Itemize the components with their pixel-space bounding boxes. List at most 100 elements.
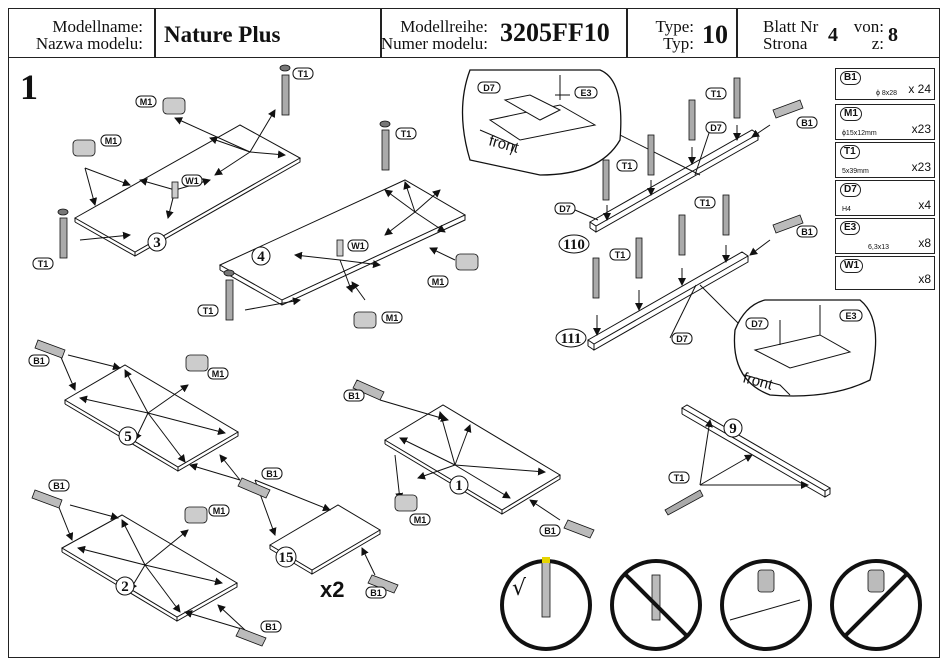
m1-tag: M1 [414,515,427,525]
b1-tag: B1 [801,118,813,128]
legend-size: 6,3x13 [868,244,890,251]
t1-tag: T1 [700,198,711,208]
type-number: 10 [702,20,728,49]
panel-15 [254,479,381,576]
part-110-label: 110 [563,237,585,253]
part-1-label: 1 [455,478,463,494]
screw-icon [57,64,741,516]
legend-size: ϕ15x12mm [842,130,877,137]
legend-size: 5x39mm [842,168,869,175]
title-block: Modellname: Nazwa modelu: Nature Plus Mo… [8,8,940,58]
legend-qty: x 24 [908,82,931,96]
part-15-label: 15 [279,550,294,566]
part-number-labels: 3 4 5 1 2 15 9 110 111 [115,232,743,596]
t1-tag: T1 [298,69,309,79]
b1-tag: B1 [348,391,360,401]
m1-tag: M1 [386,313,399,323]
m1-tag: M1 [432,277,445,287]
model-name-label-de: Modellname: [52,17,143,36]
t1-tag: T1 [203,306,214,316]
series-number: 3205FF10 [500,18,610,47]
legend-qty: x4 [918,198,931,212]
sheet-label-de: Blatt Nr [763,17,819,36]
m1-tag: M1 [140,97,153,107]
b1-tag: B1 [266,469,278,479]
legend-tag: B1 [840,71,861,85]
b1-tag: B1 [33,356,45,366]
legend-tag: T1 [840,145,860,159]
divider [380,8,382,57]
b1-tag: B1 [544,526,556,536]
part-5-label: 5 [124,429,132,445]
series-label-pl: Numer modelu: [380,34,488,53]
m1-tag: M1 [212,369,225,379]
step-number: 1 [20,67,38,107]
m1-tag: M1 [105,136,118,146]
legend-tag: W1 [840,259,863,273]
part-111-label: 111 [561,331,582,347]
legend-qty: x8 [918,272,931,286]
legend-size: ϕ 8x28 [876,90,898,97]
panel-5 [59,354,241,481]
t1-tag: T1 [622,161,633,171]
legend-item-b1: B1 ϕ 8x28 x 24 [835,68,935,100]
t1-tag: T1 [674,473,685,483]
w1-tag: W1 [351,241,365,251]
correct-usage-icon [720,559,812,651]
w1-tag: W1 [185,176,199,186]
sheet-number: 4 [828,24,838,46]
legend-qty: x23 [911,122,931,136]
legend-item-w1: W1 x8 [835,256,935,290]
panel-2 [57,504,246,631]
legend-item-d7: D7 H4 x4 [835,180,935,216]
part-9-label: 9 [729,421,737,437]
type-label-de: Type: [655,17,694,36]
usage-guide: √ [500,557,922,651]
divider [154,8,156,57]
legend-tag: D7 [840,183,861,197]
check-mark-icon: √ [512,576,527,601]
t1-tag: T1 [615,250,626,260]
prohibited-usage-icon [830,559,922,651]
d7-tag: D7 [676,334,688,344]
b1-tag: B1 [801,227,813,237]
model-name: Nature Plus [164,22,281,47]
cam-lock-icon [72,97,479,524]
page-frame [8,8,940,658]
b1-tag: B1 [53,481,65,491]
of-label-pl: z: [871,34,884,53]
legend-tag: E3 [840,221,861,235]
series-label-de: Modellreihe: [400,17,488,36]
legend-item-e3: E3 6,3x13 x8 [835,218,935,254]
type-label-pl: Typ: [663,34,694,53]
multiplier-label: x2 [320,577,345,602]
b1-tag: B1 [370,588,382,598]
m1-tag: M1 [213,506,226,516]
panel-3 [73,109,302,257]
part-2-label: 2 [121,579,129,595]
cam-bolt-icon [171,181,344,257]
t1-tag: T1 [401,129,412,139]
prohibited-usage-icon [610,559,702,651]
rail-9 [681,404,831,498]
sheet-label-pl: Strona [763,34,808,53]
d7-tag: D7 [751,319,763,329]
legend-size: H4 [842,206,851,213]
b1-tag: B1 [265,622,277,632]
legend-item-t1: T1 5x39mm x23 [835,142,935,178]
dowel-icon [31,99,804,647]
model-name-label-pl: Nazwa modelu: [35,34,143,53]
d7-tag: D7 [483,83,495,93]
d7-tag: D7 [710,123,722,133]
e3-tag: E3 [580,88,591,98]
d7-tag: D7 [559,204,571,214]
hardware-tags: T1 T1 M1 M1 W1 T1 W1 M1 T1 M1 M1 B1 B1 B… [28,67,863,633]
legend-item-m1: M1 ϕ15x12mm x23 [835,104,935,140]
t1-tag: T1 [38,259,49,269]
t1-tag: T1 [711,89,722,99]
divider [626,8,628,57]
sheet-total: 8 [888,24,898,46]
rail-111 [587,239,771,351]
detail-bracket-bottom [733,299,877,397]
